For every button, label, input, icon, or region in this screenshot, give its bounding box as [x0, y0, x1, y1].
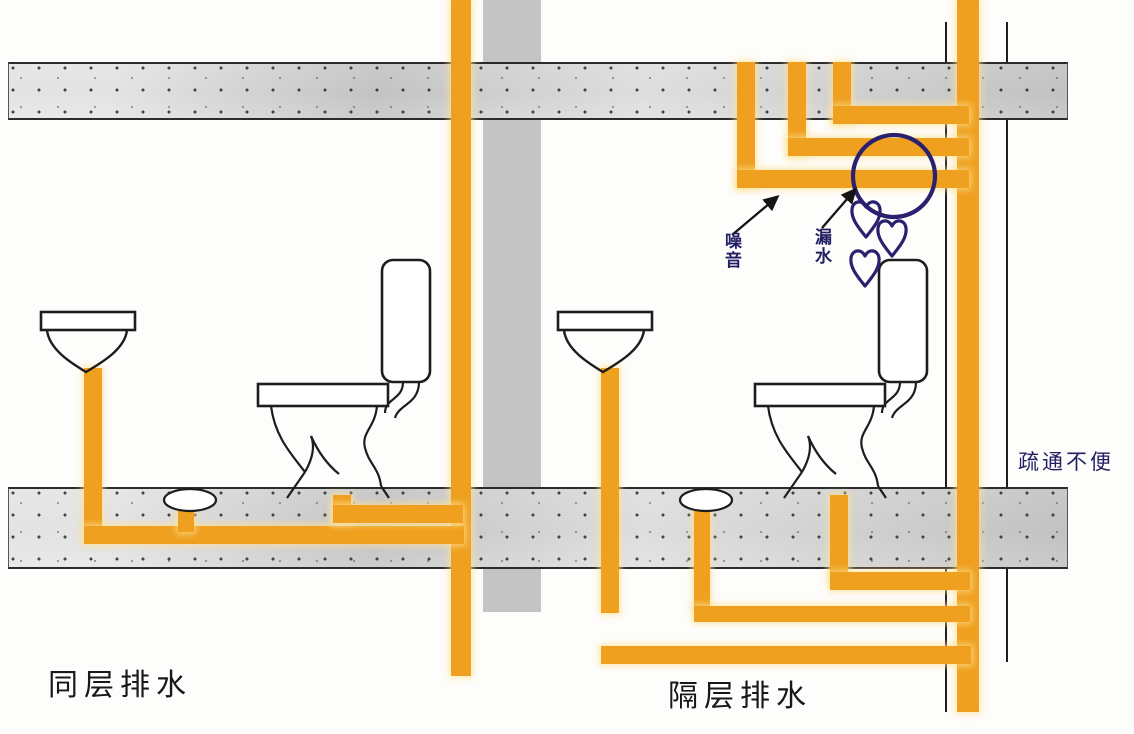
- wash-basin-right: [550, 310, 660, 380]
- upper-branch-run-2: [788, 138, 969, 156]
- basin-drain-left-horizontal: [84, 526, 464, 544]
- hard-to-clean-label: 疏通不便: [1018, 450, 1114, 474]
- heart-droplet-icon-3: [848, 245, 882, 294]
- heart-droplet-icon-2: [875, 215, 909, 264]
- toilet-drain-left-horizontal: [333, 505, 463, 523]
- title-same-floor-drainage: 同层排水: [48, 668, 192, 703]
- basin-drain-right-horizontal: [601, 646, 971, 664]
- floor-drain-right-horizontal: [694, 606, 970, 622]
- floor-drain-right-vertical: [694, 500, 710, 610]
- toilet-drain-right-horizontal: [830, 572, 970, 590]
- upper-branch-drop-2: [788, 62, 806, 156]
- noise-label: 噪音: [721, 232, 741, 270]
- leak-arrow-icon: [818, 186, 862, 237]
- floor-drain-right: [678, 487, 734, 513]
- wall-line-outer: [1006, 22, 1008, 662]
- wash-basin-left: [33, 310, 143, 380]
- floor-drain-left: [162, 487, 218, 513]
- main-riser-left: [451, 0, 471, 676]
- noise-arrow-icon: [728, 192, 784, 243]
- wall-line-inner: [945, 22, 947, 712]
- heart-droplet-icon-1: [849, 196, 883, 245]
- toilet-right: [750, 258, 930, 503]
- upper-branch-run-3: [833, 106, 969, 124]
- upper-branch-drop-1: [737, 62, 755, 188]
- circle-highlight-icon: [849, 131, 939, 226]
- basin-drain-left-vertical: [84, 368, 102, 540]
- title-separate-floor-drainage: 隔层排水: [668, 679, 812, 714]
- leak-label: 漏水: [811, 228, 831, 266]
- toilet-left: [253, 258, 433, 503]
- basin-drain-right-vertical: [601, 368, 619, 613]
- toilet-drain-right-vertical: [830, 495, 848, 581]
